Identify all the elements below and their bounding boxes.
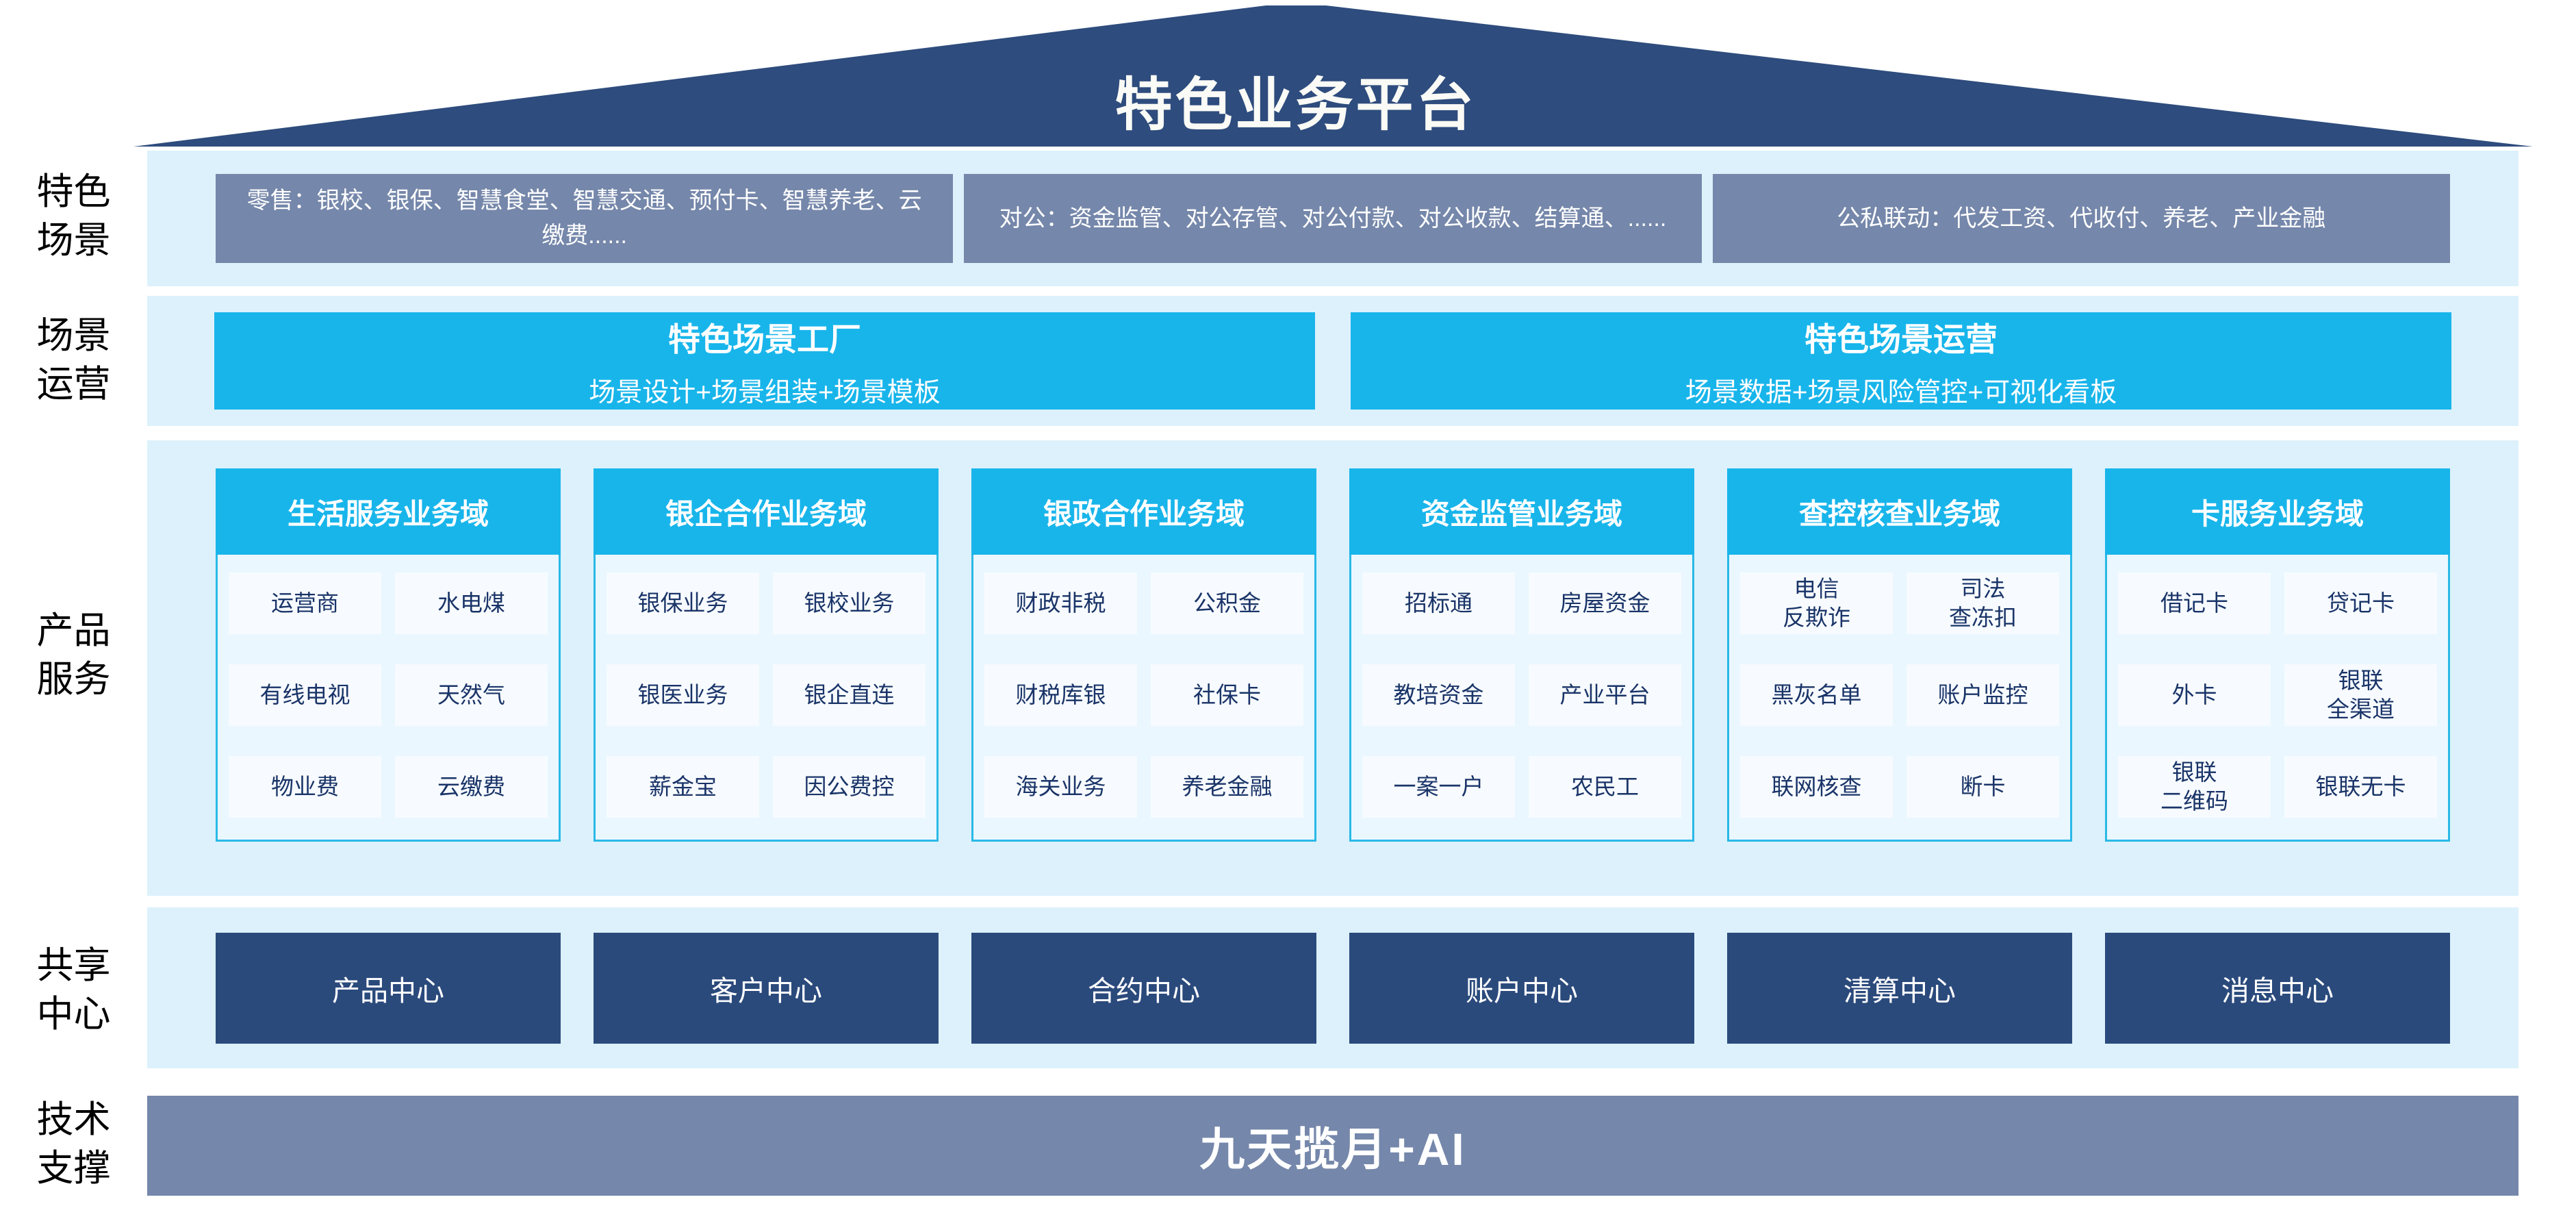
platform-title: 特色业务平台 — [1114, 73, 1477, 137]
domain-item: 银保业务 — [607, 573, 759, 634]
domain-body: 运营商 水电煤 有线电视 天然气 物业费 云缴费 — [216, 555, 561, 842]
domain-item: 外卡 — [2118, 664, 2271, 726]
domain-body: 借记卡 贷记卡 外卡 银联 全渠道 银联 二维码 银联无卡 — [2105, 555, 2450, 842]
domain-item: 账户监控 — [1907, 664, 2059, 726]
domain-item: 运营商 — [229, 573, 381, 634]
section-label-product-services: 产品 服务 — [36, 610, 111, 701]
section-label-tech-support: 技术 支撑 — [36, 1099, 111, 1190]
scenario-operation-subtitle: 场景数据+场景风险管控+可视化看板 — [1685, 377, 2117, 407]
domain-header: 生活服务业务域 — [216, 468, 561, 555]
center-box-account: 账户中心 — [1349, 932, 1694, 1044]
domain-item: 社保卡 — [1151, 664, 1303, 726]
domain-item: 公积金 — [1151, 573, 1303, 634]
domain-header: 资金监管业务域 — [1349, 468, 1694, 555]
domain-item: 因公费控 — [773, 756, 926, 818]
domain-body: 招标通 房屋资金 教培资金 产业平台 一案一户 农民工 — [1349, 555, 1694, 842]
scenario-row-panel: 零售：银校、银保、智慧食堂、智慧交通、预付卡、智慧养老、云缴费...... 对公… — [147, 151, 2518, 286]
domain-item: 电信 反欺诈 — [1740, 573, 1893, 634]
scenario-factory-subtitle: 场景设计+场景组装+场景模板 — [589, 377, 941, 407]
domain-card-bank-government: 银政合作业务域 财政非税 公积金 财税库银 社保卡 海关业务 养老金融 — [971, 468, 1316, 842]
domain-item: 农民工 — [1529, 756, 1681, 818]
domain-item: 联网核查 — [1740, 756, 1893, 818]
domain-card-bank-enterprise: 银企合作业务域 银保业务 银校业务 银医业务 银企直连 薪金宝 因公费控 — [594, 468, 939, 842]
domain-item: 银联 全渠道 — [2284, 664, 2437, 726]
section-label-shared-centers: 共享 中心 — [36, 945, 111, 1035]
domain-item: 财政非税 — [984, 573, 1137, 634]
scenario-operation-title: 特色场景运营 — [1805, 320, 1998, 357]
domain-item: 产业平台 — [1529, 664, 1681, 726]
domain-item: 招标通 — [1362, 573, 1515, 634]
scenario-box-public-private: 公私联动：代发工资、代收付、养老、产业金融 — [1712, 174, 2450, 263]
domain-item: 海关业务 — [984, 756, 1137, 818]
domain-item: 房屋资金 — [1529, 573, 1681, 634]
product-row-panel: 生活服务业务域 运营商 水电煤 有线电视 天然气 物业费 云缴费 银企合作业务域… — [147, 440, 2518, 896]
scenario-box-retail: 零售：银校、银保、智慧食堂、智慧交通、预付卡、智慧养老、云缴费...... — [216, 174, 954, 263]
center-box-message: 消息中心 — [2105, 932, 2450, 1044]
domain-item: 天然气 — [395, 664, 548, 726]
domain-item: 黑灰名单 — [1740, 664, 1893, 726]
domain-item: 财税库银 — [984, 664, 1137, 726]
domain-header: 银政合作业务域 — [971, 468, 1316, 555]
domain-item: 银联无卡 — [2284, 756, 2437, 818]
scenario-factory-box: 特色场景工厂 场景设计+场景组装+场景模板 — [214, 312, 1315, 410]
center-box-clearing: 清算中心 — [1727, 932, 2072, 1044]
domain-item: 养老金融 — [1151, 756, 1303, 818]
domain-card-inquiry-control: 查控核查业务域 电信 反欺诈 司法 查冻扣 黑灰名单 账户监控 联网核查 断卡 — [1727, 468, 2072, 842]
domain-item: 水电煤 — [395, 573, 548, 634]
domain-header: 查控核查业务域 — [1727, 468, 2072, 555]
centers-row-panel: 产品中心 客户中心 合约中心 账户中心 清算中心 消息中心 — [147, 907, 2518, 1068]
center-box-customer: 客户中心 — [594, 932, 939, 1044]
domain-item: 物业费 — [229, 756, 381, 818]
domain-item: 银医业务 — [607, 664, 759, 726]
center-box-product: 产品中心 — [216, 932, 561, 1044]
domain-card-fund-supervision: 资金监管业务域 招标通 房屋资金 教培资金 产业平台 一案一户 农民工 — [1349, 468, 1694, 842]
domain-item: 教培资金 — [1362, 664, 1515, 726]
tech-support-banner: 九天揽月+AI — [147, 1096, 2518, 1196]
domain-item: 借记卡 — [2118, 573, 2271, 634]
domain-item: 有线电视 — [229, 664, 381, 726]
domain-header: 银企合作业务域 — [594, 468, 939, 555]
domain-card-life-services: 生活服务业务域 运营商 水电煤 有线电视 天然气 物业费 云缴费 — [216, 468, 561, 842]
roof-shape: 特色业务平台 — [133, 5, 2533, 147]
domain-item: 一案一户 — [1362, 756, 1515, 818]
domain-item: 薪金宝 — [607, 756, 759, 818]
domain-body: 电信 反欺诈 司法 查冻扣 黑灰名单 账户监控 联网核查 断卡 — [1727, 555, 2072, 842]
domain-card-card-services: 卡服务业务域 借记卡 贷记卡 外卡 银联 全渠道 银联 二维码 银联无卡 — [2105, 468, 2450, 842]
domain-item: 司法 查冻扣 — [1907, 573, 2059, 634]
domain-body: 财政非税 公积金 财税库银 社保卡 海关业务 养老金融 — [971, 555, 1316, 842]
domain-item: 银联 二维码 — [2118, 756, 2271, 818]
center-box-contract: 合约中心 — [971, 932, 1316, 1044]
domain-item: 银企直连 — [773, 664, 926, 726]
operation-row-panel: 特色场景工厂 场景设计+场景组装+场景模板 特色场景运营 场景数据+场景风险管控… — [147, 296, 2518, 426]
domain-item: 贷记卡 — [2284, 573, 2437, 634]
domain-body: 银保业务 银校业务 银医业务 银企直连 薪金宝 因公费控 — [594, 555, 939, 842]
domain-item: 银校业务 — [773, 573, 926, 634]
section-label-featured-scenarios: 特色 场景 — [36, 171, 111, 262]
scenario-operation-box: 特色场景运营 场景数据+场景风险管控+可视化看板 — [1351, 312, 2451, 410]
domain-header: 卡服务业务域 — [2105, 468, 2450, 555]
domain-item: 云缴费 — [395, 756, 548, 818]
scenario-box-corporate: 对公：资金监管、对公存管、对公付款、对公收款、结算通、...... — [964, 174, 1702, 263]
section-label-scenario-operation: 场景 运营 — [36, 315, 111, 405]
scenario-factory-title: 特色场景工厂 — [668, 320, 861, 357]
domain-item: 断卡 — [1907, 756, 2059, 818]
